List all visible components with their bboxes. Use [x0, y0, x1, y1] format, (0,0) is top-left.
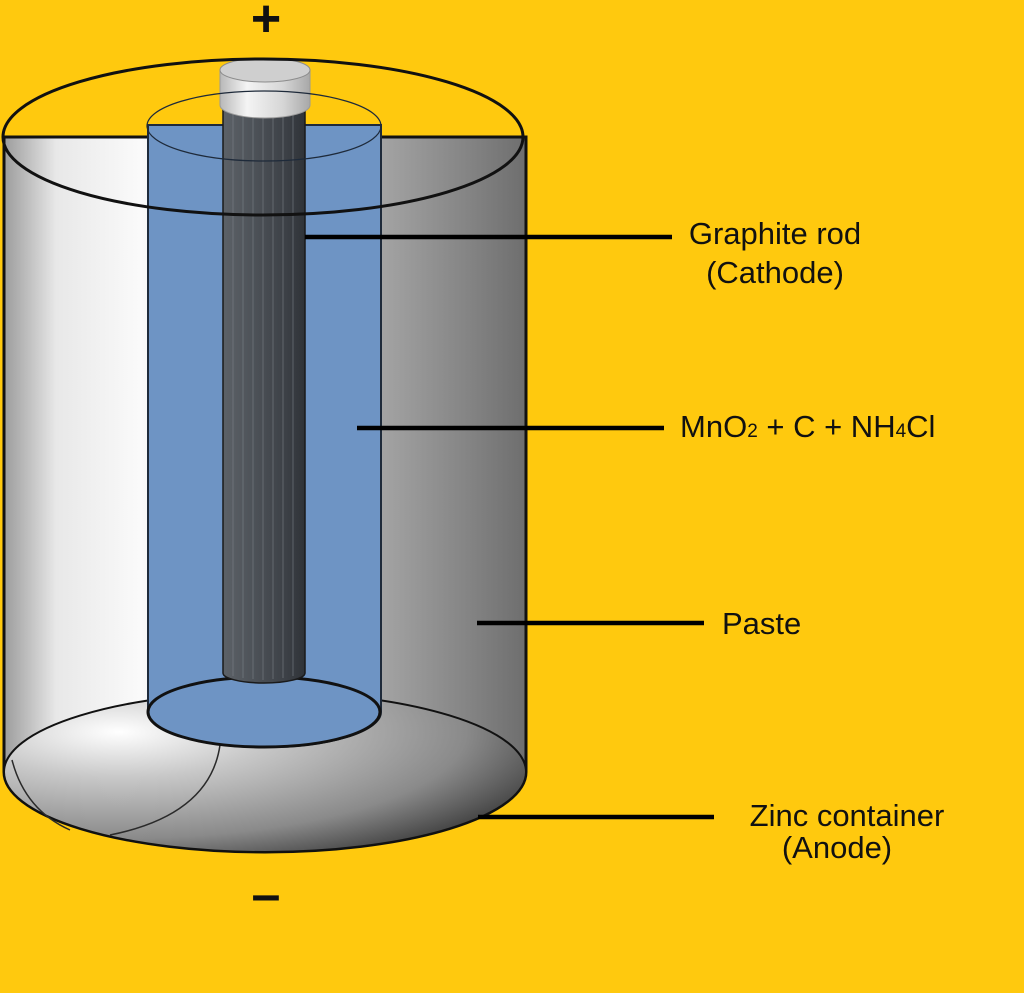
graphite-rod-cap-top: [219, 57, 311, 83]
zinc-container-highlight-arc: [109, 744, 221, 836]
mixture-label: MnO2 + C + NH4Cl: [680, 409, 935, 444]
zinc-container-highlight-arc-left: [11, 759, 71, 831]
mixture-column-bottom: [146, 675, 382, 749]
positive-terminal-sign: +: [251, 0, 281, 48]
graphite-rod-cap: [219, 69, 311, 119]
zinc-container-top-rim: [1, 57, 525, 217]
anode-label: (Anode): [782, 830, 892, 865]
graphite-rod-stripes: [232, 110, 294, 680]
mixture-label-suffix: Cl: [906, 409, 935, 444]
cathode-label: (Cathode): [706, 255, 844, 290]
zinc-container-top: [1, 57, 525, 217]
mixture-column-top: [146, 90, 382, 162]
mixture-label-sub1: 2: [747, 421, 758, 442]
zinc-container-label: Zinc container: [750, 798, 945, 833]
leader-lines: [305, 234, 714, 820]
negative-terminal-sign: –: [252, 866, 281, 924]
graphite-rod: [219, 57, 311, 684]
mixture-label-sub2: 4: [896, 421, 907, 442]
paste-label: Paste: [722, 606, 801, 641]
graphite-rod-label: Graphite rod: [689, 216, 861, 251]
mixture-label-middle: + C + NH: [758, 409, 896, 444]
graphite-rod-shaft: [222, 99, 306, 684]
mixture-label-prefix: MnO: [680, 409, 747, 444]
